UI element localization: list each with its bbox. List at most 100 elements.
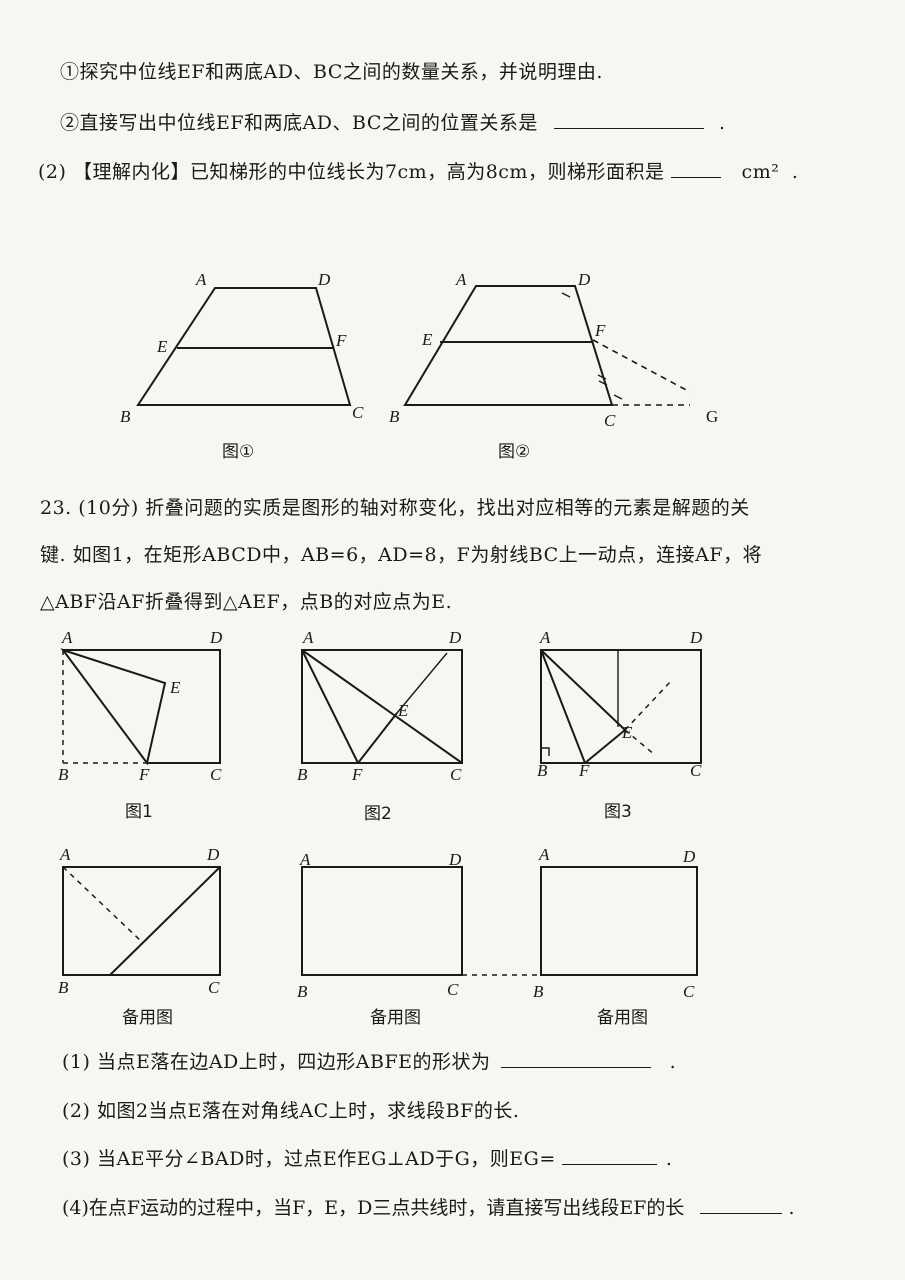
label-d: D: [317, 270, 331, 289]
answer-blank[interactable]: [671, 159, 721, 178]
label-c: C: [604, 411, 616, 430]
question-2-text: (2) 如图2当点E落在对角线AC上时，求线段BF的长.: [62, 1100, 520, 1122]
label-c: C: [208, 978, 220, 997]
question-3-end: .: [665, 1148, 673, 1170]
question-3: (3) 当AE平分∠BAD时，过点E作EG⊥AD于G，则EG= .: [62, 1144, 672, 1171]
dashed-segment: [624, 679, 673, 731]
question-1: (1) 当点E落在边AD上时，四边形ABFE的形状为 .: [62, 1047, 676, 1074]
label-e: E: [169, 678, 181, 697]
sub-question-2-text: ②直接写出中位线EF和两底AD、BC之间的位置关系是: [60, 112, 538, 134]
label-a: A: [195, 270, 207, 289]
tick-mark: [597, 374, 607, 380]
backup-rectangle-2: [301, 866, 463, 976]
tick-mark: [613, 394, 623, 400]
question-2: (2) 如图2当点E落在对角线AC上时，求线段BF的长.: [62, 1096, 519, 1123]
figure-caption: 备用图: [370, 1008, 421, 1028]
label-f: F: [578, 761, 590, 780]
label-b: B: [297, 765, 308, 784]
dashed-ray-fg: [592, 339, 691, 393]
figure-caption: 备用图: [122, 1008, 173, 1028]
triangle-aef: [60, 648, 167, 766]
label-b: B: [120, 407, 131, 426]
label-f: F: [138, 765, 150, 784]
label-e: E: [156, 337, 168, 356]
area-unit: cm²: [741, 161, 780, 183]
problem-23-line-1: 23. (10分) 折叠问题的实质是图形的轴对称变化，找出对应相等的元素是解题的…: [40, 493, 750, 520]
label-b: B: [533, 982, 544, 1001]
label-d: D: [682, 847, 696, 866]
label-c: C: [210, 765, 222, 784]
segment-fe: [584, 729, 626, 764]
trapezoid-1: [136, 287, 352, 406]
label-f: F: [594, 321, 606, 340]
label-c: C: [690, 761, 702, 780]
segment-af: [301, 649, 359, 764]
label-b: B: [297, 982, 308, 1001]
sub-question-2-end: .: [718, 112, 726, 134]
label-a: A: [59, 845, 71, 864]
label-a: A: [538, 845, 550, 864]
segment-fd: [109, 866, 221, 976]
question-4-end: .: [788, 1197, 795, 1219]
problem-23-line-3-text: △ABF沿AF折叠得到△AEF，点B的对应点为E.: [40, 591, 453, 613]
figure-caption: 图3: [604, 802, 632, 822]
sub-question-3: (2) 【理解内化】已知梯形的中位线长为7cm，高为8cm，则梯形面积是 cm²…: [38, 157, 798, 184]
problem-23-line-2: 键. 如图1，在矩形ABCD中，AB=6，AD=8，F为射线BC上一动点，连接A…: [40, 540, 762, 567]
label-a: A: [61, 628, 73, 647]
sub-question-3-text: (2) 【理解内化】已知梯形的中位线长为7cm，高为8cm，则梯形面积是: [38, 161, 665, 183]
figure-caption: 图②: [498, 442, 531, 462]
label-e: E: [397, 701, 409, 720]
segment-af: [540, 649, 586, 764]
answer-blank[interactable]: [554, 110, 705, 129]
backup-rectangle-3: [540, 866, 698, 976]
label-d: D: [689, 628, 703, 647]
question-3-text: (3) 当AE平分∠BAD时，过点E作EG⊥AD于G，则EG=: [62, 1148, 556, 1170]
label-c: C: [352, 403, 364, 422]
label-a: A: [302, 628, 314, 647]
segment-ae: [540, 649, 626, 731]
label-e: E: [421, 330, 433, 349]
label-a: A: [299, 850, 311, 869]
dashed-segment: [624, 729, 656, 756]
sub-question-1-text: ①探究中位线EF和两底AD、BC之间的数量关系，并说明理由.: [60, 61, 603, 83]
question-4-text: (4)在点F运动的过程中，当F，E，D三点共线时，请直接写出线段EF的长: [62, 1197, 685, 1219]
label-d: D: [206, 845, 220, 864]
figure-caption: 图2: [364, 804, 392, 824]
segment-ed: [396, 652, 448, 714]
question-1-text: (1) 当点E落在边AD上时，四边形ABFE的形状为: [62, 1051, 491, 1073]
rectangle-3: [540, 649, 702, 764]
answer-blank[interactable]: [501, 1049, 652, 1068]
label-c: C: [447, 980, 459, 999]
diagonal-ac: [301, 649, 463, 764]
figure-caption: 图①: [222, 442, 255, 462]
label-e: E: [621, 723, 633, 742]
sub-question-2: ②直接写出中位线EF和两底AD、BC之间的位置关系是 .: [60, 108, 726, 135]
label-g: G: [706, 407, 718, 426]
label-d: D: [209, 628, 223, 647]
right-angle-mark: [541, 747, 550, 756]
label-a: A: [539, 628, 551, 647]
label-b: B: [58, 978, 69, 997]
trapezoid-figures: A D E F B C A D E F B C G: [120, 270, 718, 430]
answer-blank[interactable]: [700, 1195, 783, 1214]
label-b: B: [58, 765, 69, 784]
label-c: C: [683, 982, 695, 1001]
rectangle-2: [301, 649, 463, 764]
dashed-segment: [62, 866, 143, 943]
sub-question-3-end: .: [791, 161, 799, 183]
label-f: F: [351, 765, 363, 784]
figure-caption: 图1: [125, 802, 153, 822]
label-d: D: [448, 850, 462, 869]
label-b: B: [537, 761, 548, 780]
label-d: D: [577, 270, 591, 289]
question-1-end: .: [669, 1051, 677, 1073]
backup-rectangle-1: [62, 866, 221, 976]
label-f: F: [335, 331, 347, 350]
answer-blank[interactable]: [562, 1146, 658, 1165]
problem-23-line-2-text: 键. 如图1，在矩形ABCD中，AB=6，AD=8，F为射线BC上一动点，连接A…: [40, 544, 763, 566]
sub-question-1: ①探究中位线EF和两底AD、BC之间的数量关系，并说明理由.: [60, 57, 603, 84]
label-a: A: [455, 270, 467, 289]
label-c: C: [450, 765, 462, 784]
label-d: D: [448, 628, 462, 647]
tick-mark: [561, 292, 571, 298]
